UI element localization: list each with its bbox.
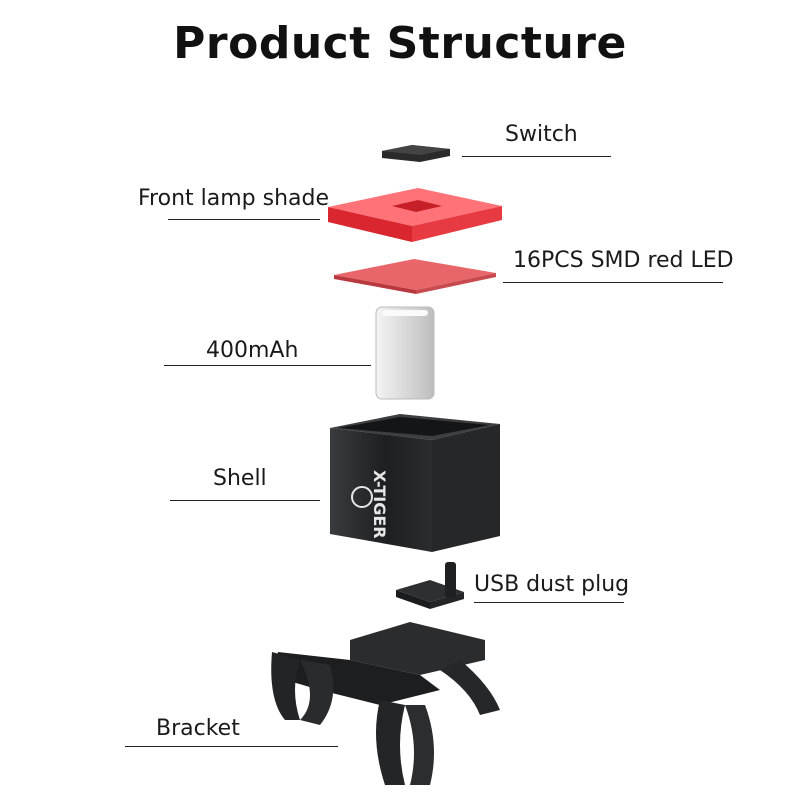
battery-part	[375, 306, 435, 400]
label-usb-dust-plug: USB dust plug	[474, 572, 630, 597]
front-lamp-shade-part	[328, 188, 502, 242]
leader-line-front-lamp-shade	[168, 219, 320, 220]
label-battery: 400mAh	[206, 338, 299, 363]
led-board-part	[334, 259, 496, 294]
bracket-part	[271, 622, 500, 785]
brand-logo-text: X-TIGER	[370, 470, 389, 539]
leader-line-battery	[164, 365, 371, 366]
label-front-lamp-shade: Front lamp shade	[138, 186, 330, 211]
leader-line-bracket	[125, 746, 338, 747]
label-led: 16PCS SMD red LED	[513, 248, 734, 273]
brand-logo-icon	[351, 486, 373, 508]
leader-line-shell	[170, 500, 320, 501]
usb-dust-plug-part	[396, 562, 464, 609]
switch-part	[382, 145, 450, 162]
leader-line-usb-dust-plug	[474, 602, 624, 603]
label-bracket: Bracket	[156, 716, 240, 741]
leader-line-switch	[462, 156, 611, 157]
leader-line-led	[503, 282, 723, 283]
shell-part: X-TIGER	[330, 414, 500, 552]
label-switch: Switch	[505, 122, 578, 147]
page-title: Product Structure	[173, 18, 627, 69]
label-shell: Shell	[213, 466, 267, 491]
